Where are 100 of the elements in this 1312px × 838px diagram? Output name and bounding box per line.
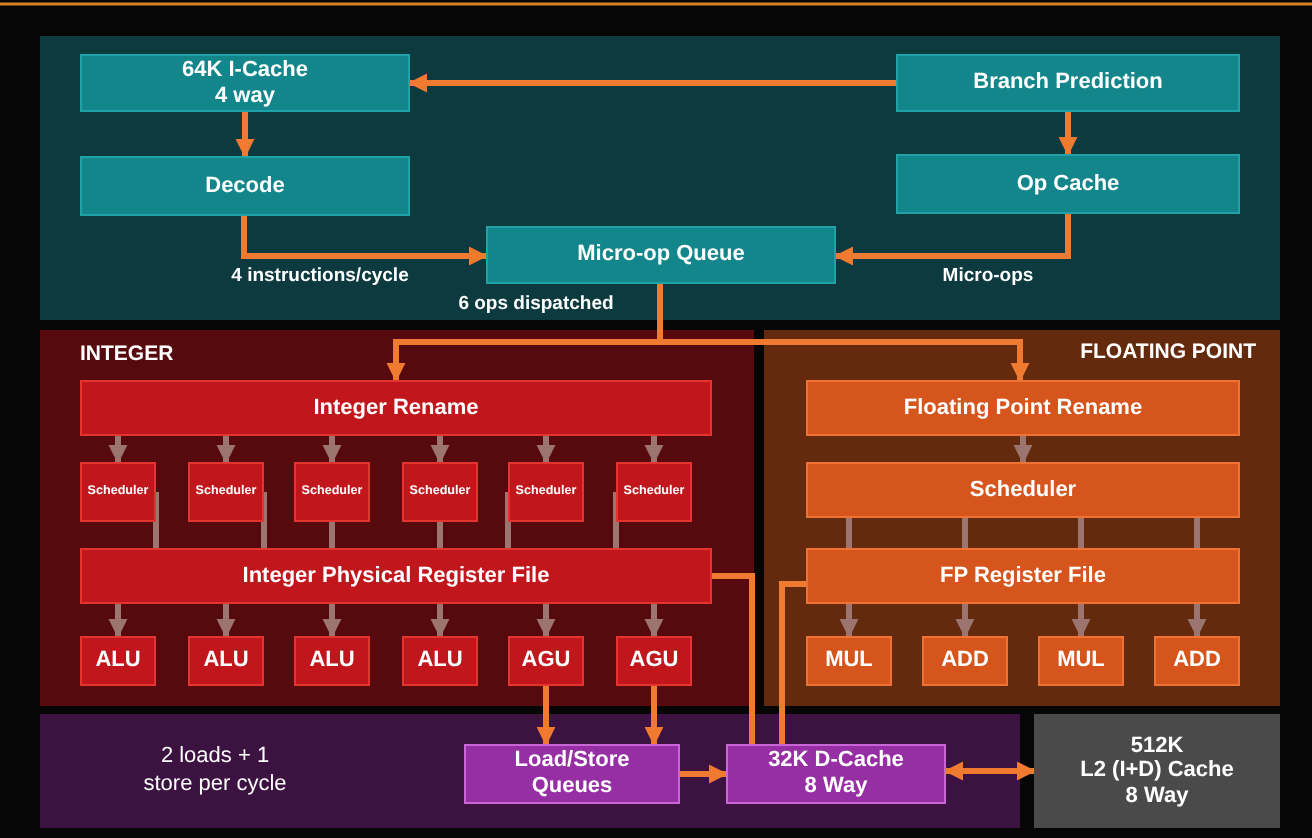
unit-box (508, 636, 584, 686)
unit-box (464, 744, 680, 804)
arrow (108, 604, 128, 638)
connector-line (846, 518, 852, 548)
arrow (944, 761, 1036, 781)
unit-label: Micro-op Queue (577, 242, 745, 268)
unit-box (922, 636, 1008, 686)
arrow (430, 436, 450, 464)
unit-box (188, 462, 264, 522)
unit-label: Floating Point Rename (903, 395, 1143, 421)
unit-label: ALU (309, 648, 355, 674)
unit-box (1038, 636, 1124, 686)
arrow (322, 436, 342, 464)
unit-label: AGU (521, 648, 571, 674)
panel-title: FLOATING POINT (1080, 340, 1256, 366)
unit-box (402, 636, 478, 686)
edge-label: 6 ops dispatched (454, 293, 618, 315)
connector-line (153, 492, 159, 548)
connector-line (962, 518, 968, 548)
unit-box (806, 636, 892, 686)
unit-label: AGU (629, 648, 679, 674)
unit-label: Scheduler (969, 477, 1077, 503)
arrow (108, 436, 128, 464)
unit-box (806, 380, 1240, 436)
unit-label: Integer Physical Register File (242, 563, 550, 589)
connector-line (261, 492, 267, 548)
unit-label: Op Cache (1016, 171, 1120, 197)
arrow (241, 216, 488, 266)
unit-box (1154, 636, 1240, 686)
unit-box (294, 636, 370, 686)
connector-line (329, 522, 335, 548)
unit-box (896, 54, 1240, 112)
unit-box (486, 226, 836, 284)
unit-label: Decode (205, 173, 285, 199)
unit-box (188, 636, 264, 686)
arrow (834, 214, 1071, 266)
arrow (536, 436, 556, 464)
arrow (955, 604, 975, 638)
arrow (235, 112, 255, 158)
connector-line (779, 581, 806, 744)
unit-box (402, 462, 478, 522)
arrow (680, 764, 728, 784)
arrow (1071, 604, 1091, 638)
unit-label: MUL (825, 648, 873, 674)
unit-label: ALU (417, 648, 463, 674)
unit-box (1034, 714, 1280, 828)
edge-label: 4 instructions/cycle (227, 265, 413, 287)
arrow (644, 436, 664, 464)
connector-line (505, 492, 511, 548)
arrow (839, 604, 859, 638)
connector-line (1194, 518, 1200, 548)
unit-label: 32K D-Cache 8 Way (768, 748, 904, 800)
unit-box (80, 636, 156, 686)
unit-label: Branch Prediction (973, 70, 1163, 96)
unit-box (726, 744, 946, 804)
connector-line (1078, 518, 1084, 548)
arrow (644, 686, 664, 746)
unit-label: ADD (941, 648, 989, 674)
load-store-panel (40, 714, 1020, 828)
unit-box (896, 154, 1240, 214)
arrow (216, 436, 236, 464)
throughput-note: 2 loads + 1 store per cycle (141, 742, 289, 799)
unit-box (80, 462, 156, 522)
unit-label: 512K L2 (I+D) Cache 8 Way (1080, 733, 1234, 809)
unit-label: FP Register File (940, 563, 1106, 589)
unit-label: ALU (203, 648, 249, 674)
arrow (536, 604, 556, 638)
unit-box (616, 462, 692, 522)
arrow (1058, 112, 1078, 156)
floating-point-panel (764, 330, 1280, 706)
unit-box (508, 462, 584, 522)
edge-label: Micro-ops (938, 265, 1038, 287)
arrow (430, 604, 450, 638)
unit-box (294, 462, 370, 522)
unit-label: Load/Store Queues (514, 748, 630, 800)
arrow (1187, 604, 1207, 638)
unit-label: 64K I-Cache 4 way (182, 57, 308, 109)
unit-box (80, 54, 410, 112)
integer-panel (40, 330, 754, 706)
connector-line (712, 573, 755, 744)
arrow (1013, 436, 1033, 464)
arrow (536, 686, 556, 746)
unit-label: MUL (1057, 648, 1105, 674)
panel-title: INTEGER (80, 342, 174, 368)
unit-box (806, 462, 1240, 518)
arrow (408, 73, 896, 93)
arrow (216, 604, 236, 638)
connector-line (437, 522, 443, 548)
unit-box (80, 380, 712, 436)
unit-box (80, 156, 410, 216)
unit-label: ALU (95, 648, 141, 674)
unit-label: ADD (1173, 648, 1221, 674)
unit-box (616, 636, 692, 686)
unit-box (806, 548, 1240, 604)
front-end-panel (40, 36, 1280, 320)
unit-label: Integer Rename (313, 395, 479, 421)
arrow (322, 604, 342, 638)
unit-box (80, 548, 712, 604)
connector-line (613, 492, 619, 548)
arrow (644, 604, 664, 638)
